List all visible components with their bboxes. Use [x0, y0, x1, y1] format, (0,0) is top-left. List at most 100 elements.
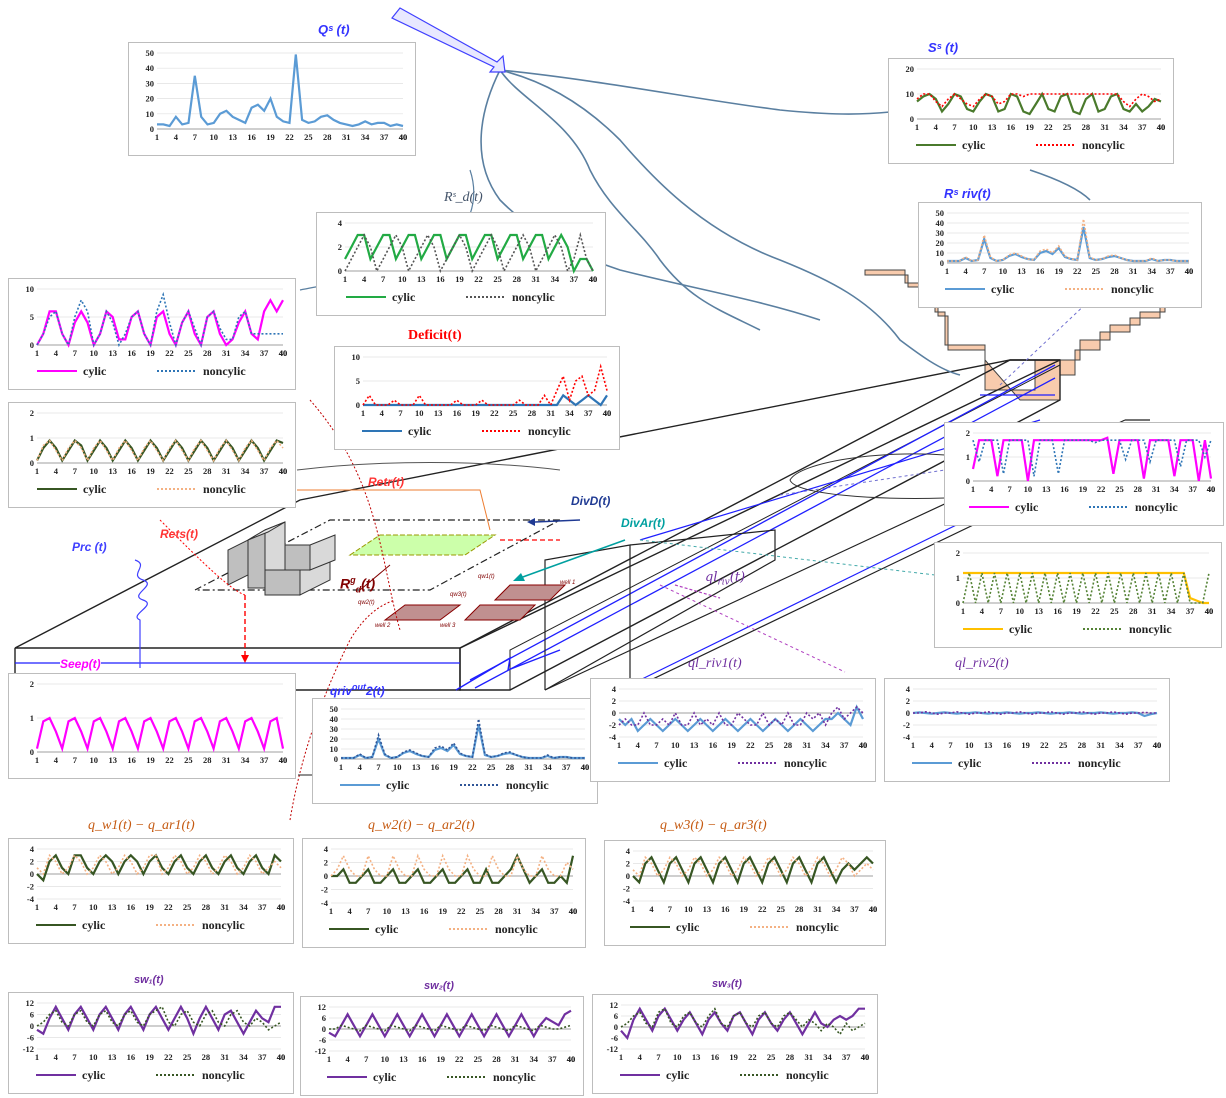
- x-tick-label: 40: [859, 740, 868, 750]
- x-tick-label: 28: [1110, 266, 1119, 276]
- x-tick-label: 25: [1063, 122, 1072, 132]
- legend-label-cylic: cylic: [392, 290, 416, 304]
- seep-label: Seep(t): [60, 657, 101, 671]
- y-tick-label: -4: [27, 894, 35, 904]
- x-tick-label: 22: [758, 904, 767, 914]
- x-tick-label: 34: [821, 740, 830, 750]
- chart-qw3-title: q_w3(t) − q_ar3(t): [660, 818, 767, 833]
- drain-channel: [544, 529, 776, 691]
- series-cylic-line: [36, 438, 284, 463]
- y-tick-label: 50: [936, 208, 945, 218]
- x-tick-label: 40: [1205, 606, 1214, 616]
- ellipse-arc: [789, 453, 946, 499]
- y-tick-label: -4: [903, 732, 911, 742]
- legend-label-cylic: cylic: [991, 282, 1015, 296]
- legend-label-cylic: cylic: [83, 482, 107, 496]
- x-tick-label: 37: [842, 1052, 851, 1062]
- x-tick-label: 13: [1034, 606, 1043, 616]
- legend-label-noncylic: noncylic: [203, 482, 246, 496]
- x-tick-label: 31: [1096, 740, 1105, 750]
- rgd-label: Rgd(t): [340, 575, 375, 594]
- qriv-out-tail: 2(t): [366, 684, 385, 698]
- y-tick-label: 10: [352, 352, 361, 362]
- x-tick-label: 22: [474, 274, 483, 284]
- x-tick-label: 7: [948, 740, 953, 750]
- x-tick-label: 28: [202, 902, 211, 912]
- x-tick-label: 19: [1025, 122, 1034, 132]
- series-noncylic-line: [36, 853, 282, 876]
- x-tick-label: 7: [193, 132, 198, 142]
- x-tick-label: 7: [73, 466, 78, 476]
- x-tick-label: 1: [339, 762, 343, 772]
- x-tick-label: 13: [692, 1052, 701, 1062]
- series-noncylic-line: [36, 1005, 282, 1031]
- x-tick-label: 4: [636, 740, 641, 750]
- legend-label-cylic: cylic: [408, 424, 432, 438]
- river-channel-inner: [459, 364, 1061, 690]
- series-cylic-line: [344, 232, 594, 274]
- prc-label: Prc (t): [72, 540, 107, 554]
- qlriv-label: qlriv(t): [705, 570, 745, 588]
- x-tick-label: 34: [1148, 266, 1157, 276]
- y-tick-label: 2: [30, 857, 34, 867]
- x-tick-label: 16: [1007, 122, 1016, 132]
- x-tick-label: 1: [619, 1052, 623, 1062]
- connector-purple: [659, 584, 846, 673]
- x-tick-label: 19: [1079, 484, 1088, 494]
- y-tick-label: 4: [324, 844, 329, 854]
- x-tick-label: 28: [506, 762, 515, 772]
- x-tick-label: 37: [380, 132, 389, 142]
- y-tick-label: 0: [322, 1024, 326, 1034]
- x-tick-label: 28: [1082, 122, 1091, 132]
- x-tick-label: 10: [393, 762, 402, 772]
- x-tick-label: 13: [412, 762, 421, 772]
- x-tick-label: 1: [961, 606, 965, 616]
- y-tick-label: 5: [30, 312, 34, 322]
- qriv-out-sup: out: [352, 682, 367, 692]
- x-tick-label: 40: [279, 755, 288, 765]
- x-tick-label: 40: [279, 348, 288, 358]
- y-tick-label: 0: [30, 747, 34, 757]
- y-tick-label: 10: [146, 109, 155, 119]
- y-tick-label: 2: [956, 548, 960, 558]
- x-tick-label: 34: [551, 274, 560, 284]
- x-tick-label: 31: [220, 902, 229, 912]
- x-tick-label: 22: [164, 902, 173, 912]
- x-tick-label: 7: [999, 606, 1004, 616]
- x-tick-label: 28: [1078, 740, 1087, 750]
- legend-label-cylic: cylic: [676, 920, 700, 934]
- y-tick-label: 4: [612, 684, 617, 694]
- x-tick-label: 40: [277, 902, 286, 912]
- connector-blue-dots-2: [999, 299, 1091, 386]
- x-tick-label: 31: [1129, 266, 1138, 276]
- y-tick-label: 10: [906, 89, 915, 99]
- river-stream-2: [499, 69, 961, 376]
- series-cylic-line: [328, 1009, 572, 1039]
- y-tick-label: -4: [623, 896, 631, 906]
- x-tick-label: 40: [277, 902, 286, 912]
- x-tick-label: 19: [727, 740, 736, 750]
- y-tick-label: 0: [30, 458, 34, 468]
- x-tick-label: 1: [155, 132, 159, 142]
- x-tick-label: 25: [304, 132, 313, 142]
- y-tick-label: 2: [626, 859, 630, 869]
- x-tick-label: 28: [203, 348, 212, 358]
- x-tick-label: 40: [1185, 266, 1194, 276]
- x-tick-label: 19: [1072, 606, 1081, 616]
- x-tick-label: 7: [381, 274, 386, 284]
- qw3-label: qw3(t): [450, 592, 467, 598]
- x-tick-label: 19: [449, 762, 458, 772]
- well-1-plot: [493, 584, 567, 601]
- x-tick-label: 1: [35, 902, 39, 912]
- x-tick-label: 40: [279, 348, 288, 358]
- x-tick-label: 4: [358, 762, 363, 772]
- rgd-sub: d: [355, 584, 362, 595]
- chart-qs-title: Qˢ (t): [318, 22, 350, 37]
- x-tick-label: 31: [532, 274, 541, 284]
